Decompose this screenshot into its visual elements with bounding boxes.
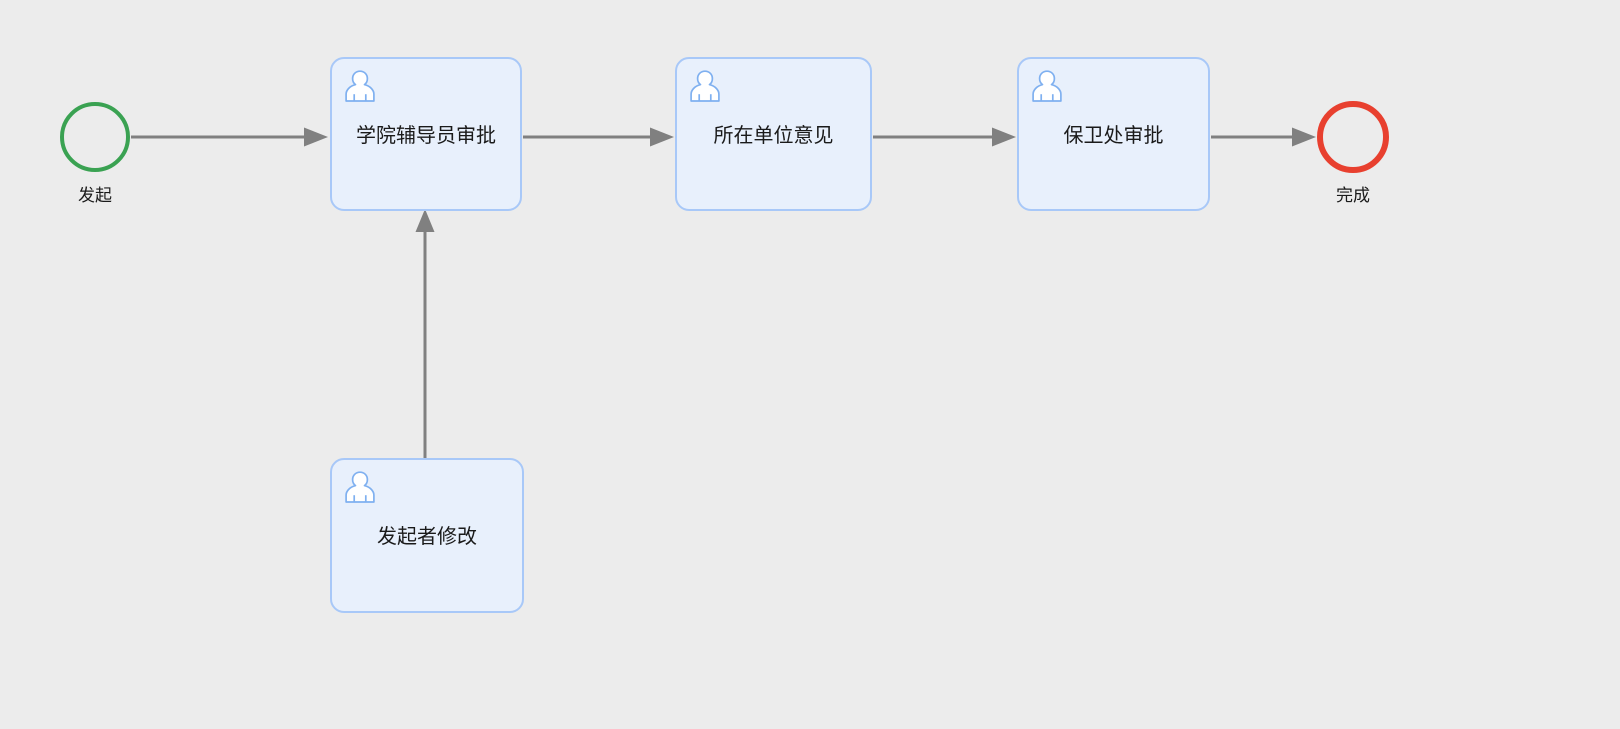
task-label: 保卫处审批 <box>1063 125 1164 147</box>
task-label: 发起者修改 <box>377 526 477 548</box>
edge-revise-to-counselor <box>415 209 435 474</box>
start-event[interactable] <box>60 102 130 172</box>
start-event-label: 发起 <box>78 186 112 205</box>
task-unit-opinion[interactable]: 所在单位意见 <box>675 57 872 211</box>
edge-security-to-end <box>1211 127 1316 147</box>
edge-start-to-counselor <box>131 127 328 147</box>
end-event[interactable] <box>1317 101 1389 173</box>
user-task-icon <box>688 67 722 105</box>
task-initiator-revise[interactable]: 发起者修改 <box>330 458 524 613</box>
user-task-icon <box>1030 67 1064 105</box>
edge-unit-to-security <box>873 127 1016 147</box>
user-task-icon <box>343 67 377 105</box>
task-counselor-approval[interactable]: 学院辅导员审批 <box>330 57 522 211</box>
edge-counselor-to-unit <box>523 127 674 147</box>
user-task-icon <box>343 468 377 506</box>
task-label: 学院辅导员审批 <box>356 125 496 147</box>
end-event-label: 完成 <box>1336 186 1370 205</box>
task-label: 所在单位意见 <box>713 125 834 147</box>
task-security-approval[interactable]: 保卫处审批 <box>1017 57 1210 211</box>
